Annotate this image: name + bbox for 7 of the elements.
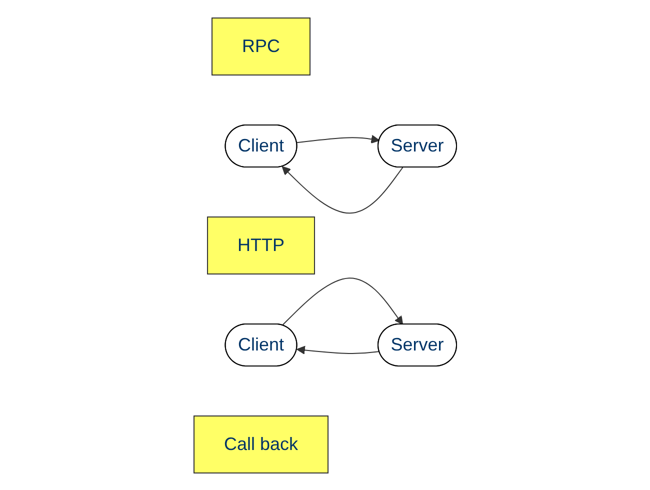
arrow	[296, 345, 380, 354]
node-box: HTTP	[206, 216, 315, 274]
node-box: Call back	[193, 415, 328, 473]
arrow	[282, 166, 403, 214]
arrow	[281, 277, 403, 326]
node-box: RPC	[211, 17, 310, 75]
arrow	[296, 134, 380, 144]
